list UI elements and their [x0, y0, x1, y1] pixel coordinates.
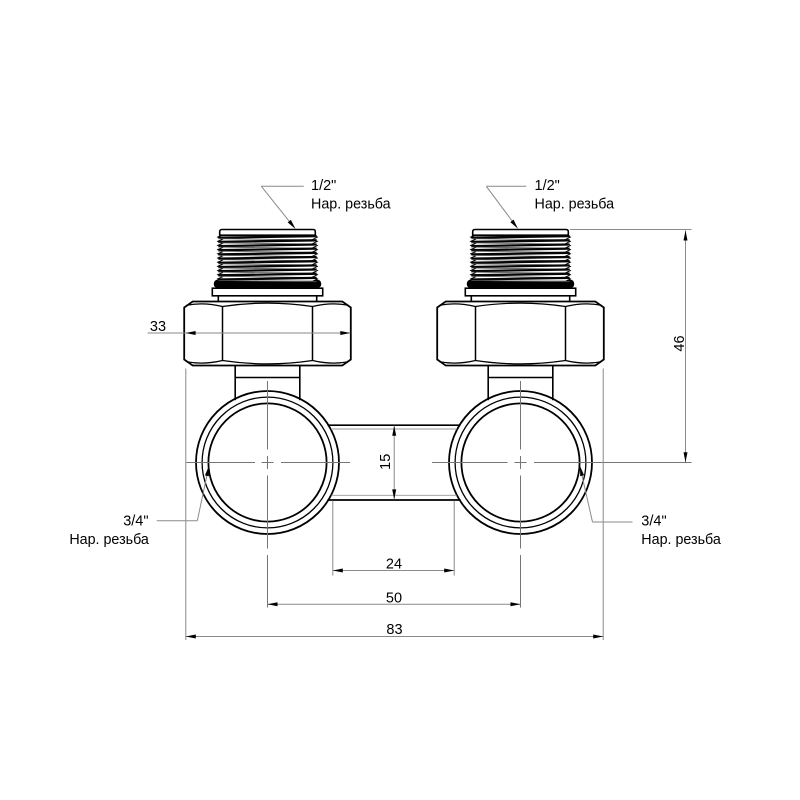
svg-text:46: 46 — [672, 335, 688, 351]
svg-text:Нар. резьба: Нар. резьба — [535, 197, 615, 213]
svg-text:1/2": 1/2" — [535, 178, 560, 194]
svg-text:Нар. резьба: Нар. резьба — [69, 532, 149, 548]
svg-text:83: 83 — [386, 622, 402, 638]
svg-text:24: 24 — [386, 556, 402, 572]
svg-text:50: 50 — [386, 590, 402, 606]
svg-text:15: 15 — [378, 454, 394, 470]
svg-text:3/4": 3/4" — [641, 513, 666, 529]
svg-text:1/2": 1/2" — [311, 178, 336, 194]
svg-text:3/4": 3/4" — [123, 513, 148, 529]
svg-text:Нар. резьба: Нар. резьба — [641, 532, 721, 548]
svg-text:Нар. резьба: Нар. резьба — [311, 197, 391, 213]
svg-text:33: 33 — [150, 319, 166, 335]
